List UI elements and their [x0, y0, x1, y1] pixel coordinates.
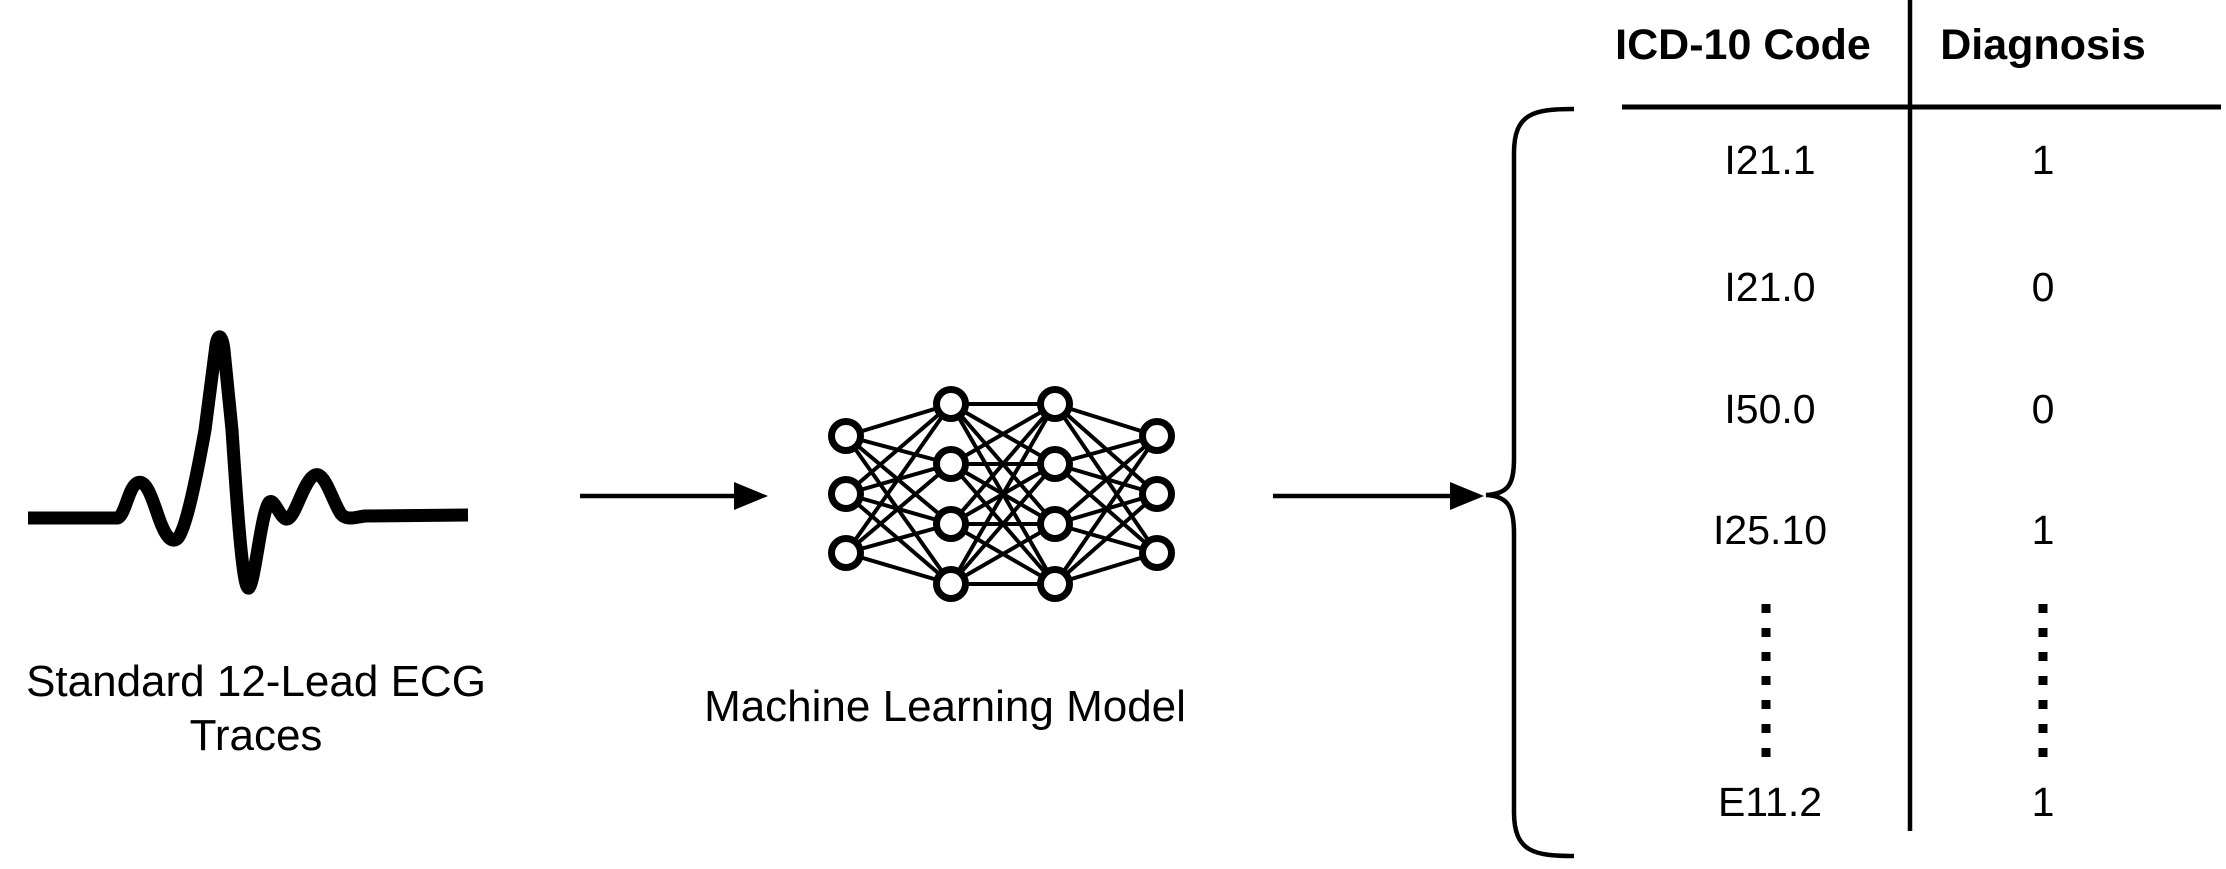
table-cell-code: I50.0 [1724, 386, 1816, 432]
neural-network-icon [828, 386, 1175, 602]
table-cell-diagnosis: 0 [2031, 386, 2055, 432]
table-header-icd10-code: ICD-10 Code [1615, 21, 1871, 69]
input-label-line1: Standard 12-Lead ECG [26, 657, 486, 706]
model-to-output-arrow-icon [1273, 482, 1484, 510]
input-to-model-arrow-icon [580, 482, 768, 510]
table-cell-code: I21.1 [1724, 137, 1816, 183]
ecg-waveform-icon [28, 330, 469, 595]
curly-brace-icon [1485, 106, 1575, 859]
ellipsis-dots-icon [1761, 604, 2048, 757]
input-label: Standard 12-Lead ECG Traces [16, 655, 496, 763]
table-cell-code: I25.10 [1713, 507, 1827, 553]
model-label: Machine Learning Model [704, 682, 1186, 731]
table-cell-code: E11.2 [1717, 779, 1823, 825]
table-cell-code: I21.0 [1724, 264, 1816, 310]
table-cell-diagnosis: 1 [2031, 137, 2055, 183]
table-cell-diagnosis: 0 [2031, 264, 2055, 310]
table-cell-diagnosis: 1 [2031, 507, 2055, 553]
input-label-line2: Traces [189, 711, 323, 760]
table-cell-diagnosis: 1 [2031, 779, 2055, 825]
table-header-diagnosis: Diagnosis [1940, 21, 2146, 69]
